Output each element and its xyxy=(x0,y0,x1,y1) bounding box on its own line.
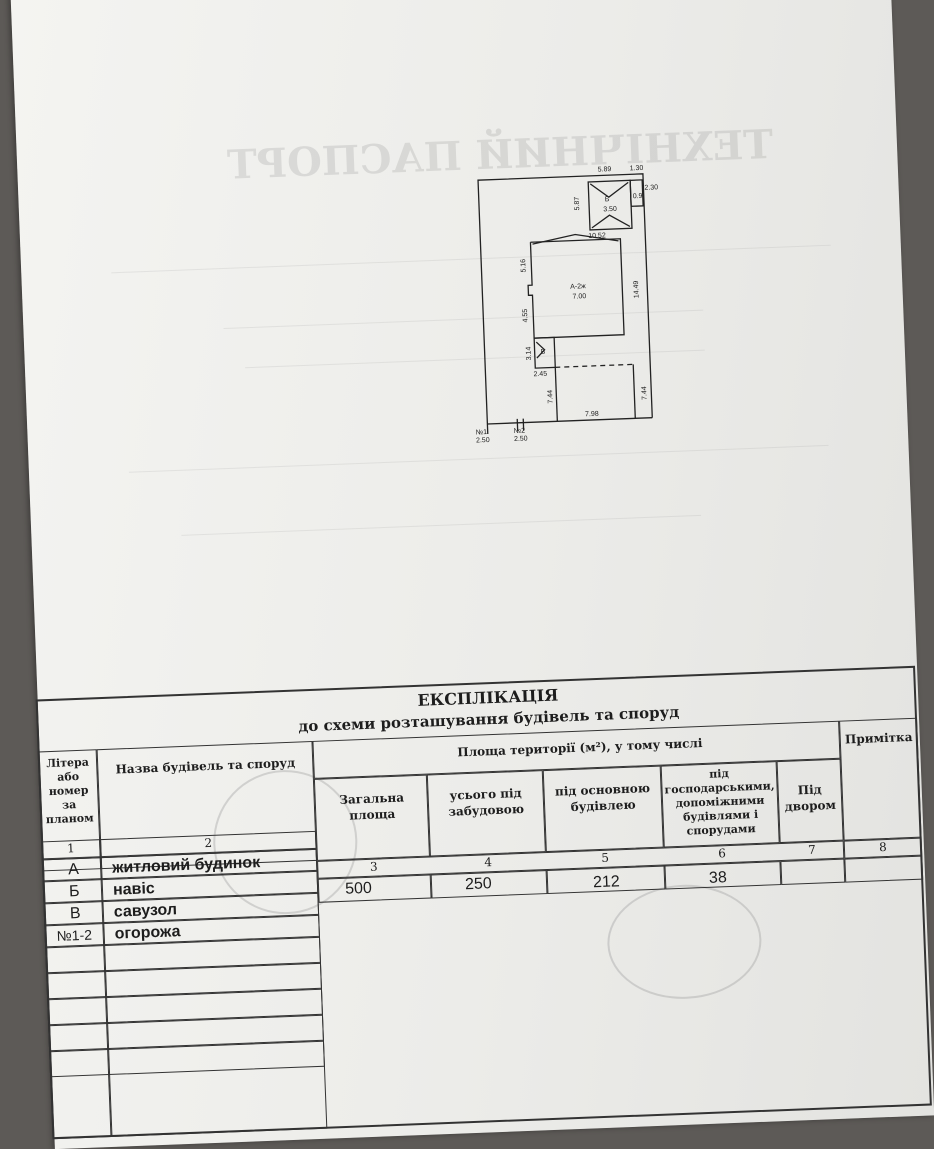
site-plan: 5.89 1.30 2.30 5.87 Б 3.50 0.9 10.52 5.1… xyxy=(457,155,668,452)
dim-left-d: 7.44 xyxy=(547,390,555,404)
col7-header: Під двором xyxy=(779,781,840,815)
ghost-line xyxy=(181,499,701,536)
label-c-name: В xyxy=(541,349,546,356)
label-b-name: Б xyxy=(605,196,610,203)
row-letter: В xyxy=(70,905,81,923)
value-total: 500 xyxy=(345,880,372,899)
value-cell xyxy=(844,856,923,883)
row-letter: №1-2 xyxy=(56,927,92,944)
dim-right-small: 2.30 xyxy=(644,184,658,192)
col3-header: Загальна площа xyxy=(321,789,422,825)
col1-header: Літера або номер за планом xyxy=(40,755,98,827)
explication-table: ЕКСПЛІКАЦІЯ до схеми розташування будіве… xyxy=(38,666,934,1139)
row-name: савузол xyxy=(114,901,178,921)
document-sheet: ТЕХНІЧНИЙ ПАСПОРТ xyxy=(10,0,934,1149)
dim-bottom-w: 7.98 xyxy=(585,411,599,419)
dim-gate1: 2.50 xyxy=(476,437,490,445)
label-b-area: 3.50 xyxy=(603,206,617,214)
label-small: 0.9 xyxy=(633,193,643,200)
dim-left-a: 5.16 xyxy=(520,259,528,273)
col-num-8: 8 xyxy=(844,839,922,856)
label-a-area: 7.00 xyxy=(572,293,586,301)
col-num-1: 1 xyxy=(43,840,98,856)
dim-left-b: 5.87 xyxy=(574,197,582,211)
value-cell xyxy=(780,859,845,885)
dim-bot-c: 2.45 xyxy=(533,371,547,379)
label-a-name: А-2ж xyxy=(570,283,586,291)
col5-header: під основною будівлею xyxy=(549,780,656,816)
label-n1: №1 xyxy=(476,429,488,436)
dim-top-w2: 1.30 xyxy=(630,165,644,173)
col-num-7: 7 xyxy=(780,842,844,858)
value-aux: 38 xyxy=(709,869,727,888)
dim-right-d: 7.44 xyxy=(641,386,649,400)
col4-header: усього під забудовою xyxy=(433,784,538,820)
row-letter: Б xyxy=(69,883,80,901)
dim-left-a2: 4.55 xyxy=(522,309,530,323)
value-main: 212 xyxy=(593,873,620,892)
value-built: 250 xyxy=(465,875,492,894)
row-letter: А xyxy=(68,861,79,879)
col6-header: під господарськими, допоміжними будівлям… xyxy=(663,765,778,839)
dim-top-w: 5.89 xyxy=(598,166,612,174)
value-cell xyxy=(318,875,432,903)
row-name: огорожа xyxy=(114,923,180,944)
dim-gate2: 2.50 xyxy=(514,435,528,443)
dim-left-c: 3.14 xyxy=(525,346,533,360)
dim-right-a: 14.49 xyxy=(633,280,641,298)
row-name: навіс xyxy=(113,880,155,900)
dim-mid-w: 10.52 xyxy=(588,232,606,240)
note-header: Примітка xyxy=(842,730,916,747)
label-n2: №2 xyxy=(514,428,526,435)
